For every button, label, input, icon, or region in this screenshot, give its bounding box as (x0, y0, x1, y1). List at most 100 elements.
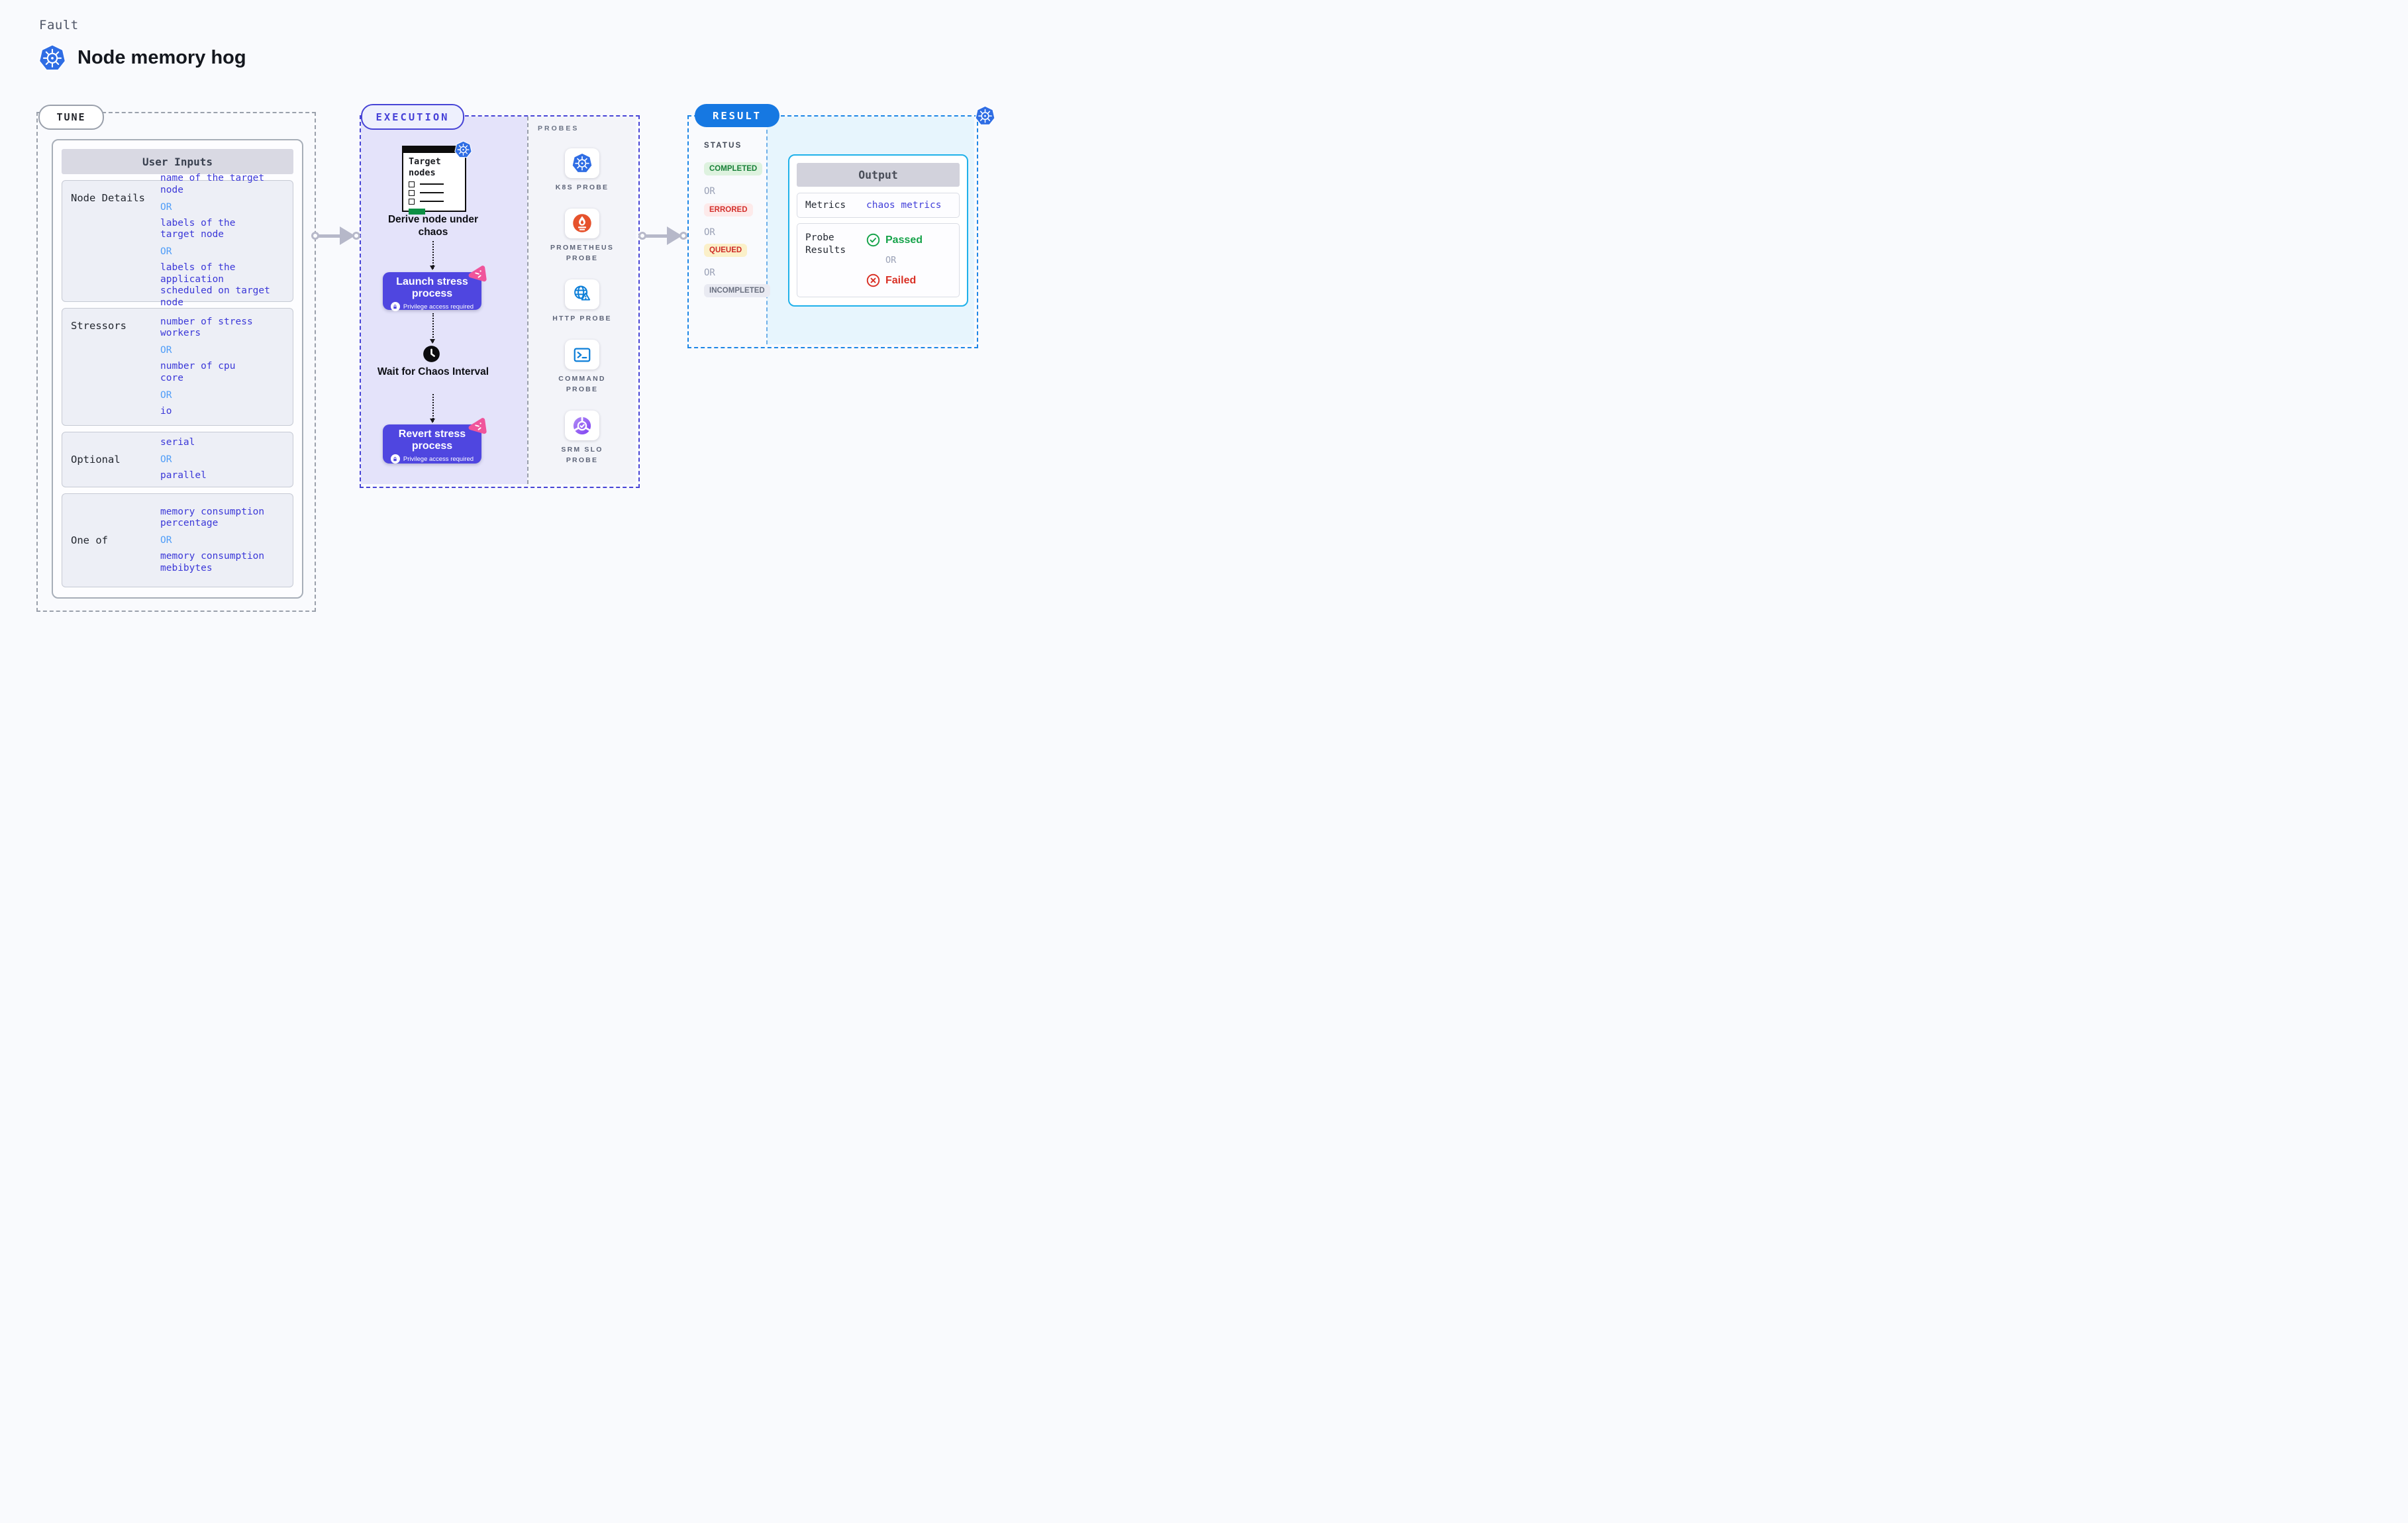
window-title-bar (403, 147, 465, 153)
tune-badge: TUNE (38, 105, 104, 130)
row-label: Optional (71, 454, 121, 466)
metrics-value: chaos metrics (866, 200, 942, 211)
user-inputs-header: User Inputs (62, 149, 293, 174)
probes-panel: PROBES K8S PROBE PROMETHEUS PROBE HTTP P… (527, 117, 636, 484)
or-separator: OR (704, 186, 715, 197)
list-line (420, 201, 444, 203)
probes-list: K8S PROBE PROMETHEUS PROBE HTTP PROBE CO… (528, 132, 636, 484)
fault-kicker: Fault (39, 18, 79, 32)
passed-label: Passed (885, 234, 923, 246)
step-wait-label: Wait for Chaos Interval (377, 366, 489, 377)
list-line (420, 192, 444, 194)
input-value: io (160, 405, 172, 417)
metrics-row: Metrics chaos metrics (797, 193, 960, 218)
or-separator: OR (160, 389, 172, 401)
step-derive-label: Derive node under chaos (387, 214, 479, 238)
user-inputs-card: User Inputs Node Details name of the tar… (52, 139, 303, 599)
chaos-icon (466, 417, 488, 437)
process-title: Revert stress process (398, 428, 466, 452)
result-badge: RESULT (695, 104, 779, 127)
or-separator: OR (160, 535, 172, 546)
privilege-note: Privilege access required (383, 302, 481, 312)
row-values: serial OR parallel (160, 432, 293, 487)
input-value: labels of the application scheduled on t… (160, 262, 270, 309)
node-list-item (409, 189, 460, 196)
arrow-tune-to-execution (311, 226, 362, 245)
kubernetes-icon (38, 44, 66, 72)
or-separator: OR (704, 268, 715, 278)
probe-item-command: COMMAND PROBE (558, 340, 605, 395)
prometheus-icon (572, 213, 592, 233)
or-separator: OR (160, 201, 172, 213)
lock-icon (390, 454, 400, 464)
result-panel (687, 115, 978, 348)
input-value: memory consumption mebibytes (160, 551, 265, 573)
failed-line: Failed (866, 273, 951, 287)
probe-card (565, 411, 599, 440)
x-circle-icon (866, 273, 880, 287)
input-value: serial (160, 437, 195, 448)
flow-arrow-down (430, 241, 436, 270)
status-badge-incompleted: INCOMPLETED (704, 284, 770, 297)
row-label: Stressors (71, 320, 126, 332)
fault-diagram: Fault Node memory hog TUNE User Inputs N… (0, 0, 1020, 645)
arrow-end-dot (352, 232, 360, 240)
chaos-icon (466, 264, 488, 285)
lock-icon (390, 302, 400, 312)
execution-panel (360, 115, 640, 488)
status-badge-errored: ERRORED (704, 203, 753, 217)
probe-results-label: Probe Results (805, 232, 846, 256)
or-separator: OR (885, 255, 897, 266)
input-value: name of the target node (160, 173, 265, 195)
target-nodes-title: Target nodes (409, 156, 441, 178)
probe-label: K8S PROBE (555, 183, 609, 191)
status-badge-completed: COMPLETED (704, 162, 763, 175)
arrow-end-dot (679, 232, 687, 240)
revert-stress-process-node: Revert stress process Privilege access r… (383, 424, 481, 464)
list-line (420, 183, 444, 185)
probe-item-http: HTTP PROBE (552, 279, 611, 324)
page-title: Node memory hog (77, 46, 246, 68)
table-row-one-of: One of memory consumption percentage OR … (62, 493, 293, 587)
check-circle-icon (866, 233, 880, 247)
execution-badge: EXECUTION (361, 104, 464, 130)
probe-card (565, 340, 599, 369)
arrow-line (644, 234, 670, 238)
clock-icon (423, 345, 440, 363)
node-list-item (409, 198, 460, 205)
row-values: memory consumption percentage OR memory … (160, 494, 293, 587)
kubernetes-icon (572, 152, 593, 173)
kubernetes-icon (454, 140, 472, 158)
http-globe-icon (572, 284, 592, 304)
page-header: Node memory hog (38, 44, 246, 72)
srm-slo-icon (572, 416, 592, 436)
input-value: memory consumption percentage (160, 506, 265, 529)
checkbox-icon (409, 181, 415, 187)
probe-results-row: Probe Results Passed OR Failed (797, 223, 960, 297)
row-values: name of the target node OR labels of the… (160, 173, 293, 308)
probe-item-prometheus: PROMETHEUS PROBE (550, 208, 614, 264)
kubernetes-icon (975, 105, 995, 126)
flow-arrow-down (430, 394, 436, 423)
row-values: number of stress workers OR number of cp… (160, 309, 293, 425)
or-separator: OR (160, 345, 172, 356)
result-divider (766, 117, 768, 344)
checkbox-icon (409, 198, 415, 205)
metrics-label: Metrics (805, 199, 846, 211)
status-badge-queued: QUEUED (704, 244, 748, 257)
arrow-execution-to-result (638, 226, 689, 245)
probe-results-values: Passed OR Failed (866, 232, 951, 289)
input-value: number of cpu core (160, 361, 236, 383)
command-terminal-icon (572, 345, 592, 365)
row-label: Node Details (71, 192, 145, 204)
launch-stress-process-node: Launch stress process Privilege access r… (383, 272, 481, 312)
probe-item-k8s: K8S PROBE (556, 148, 609, 193)
output-card: Output Metrics chaos metrics Probe Resul… (788, 154, 968, 307)
arrow-head (340, 226, 355, 245)
table-row-stressors: Stressors number of stress workers OR nu… (62, 308, 293, 426)
probe-label: COMMAND PROBE (558, 375, 606, 393)
input-value: parallel (160, 470, 207, 481)
input-value: labels of the target node (160, 217, 236, 240)
failed-label: Failed (885, 274, 917, 286)
probe-card (565, 208, 599, 238)
